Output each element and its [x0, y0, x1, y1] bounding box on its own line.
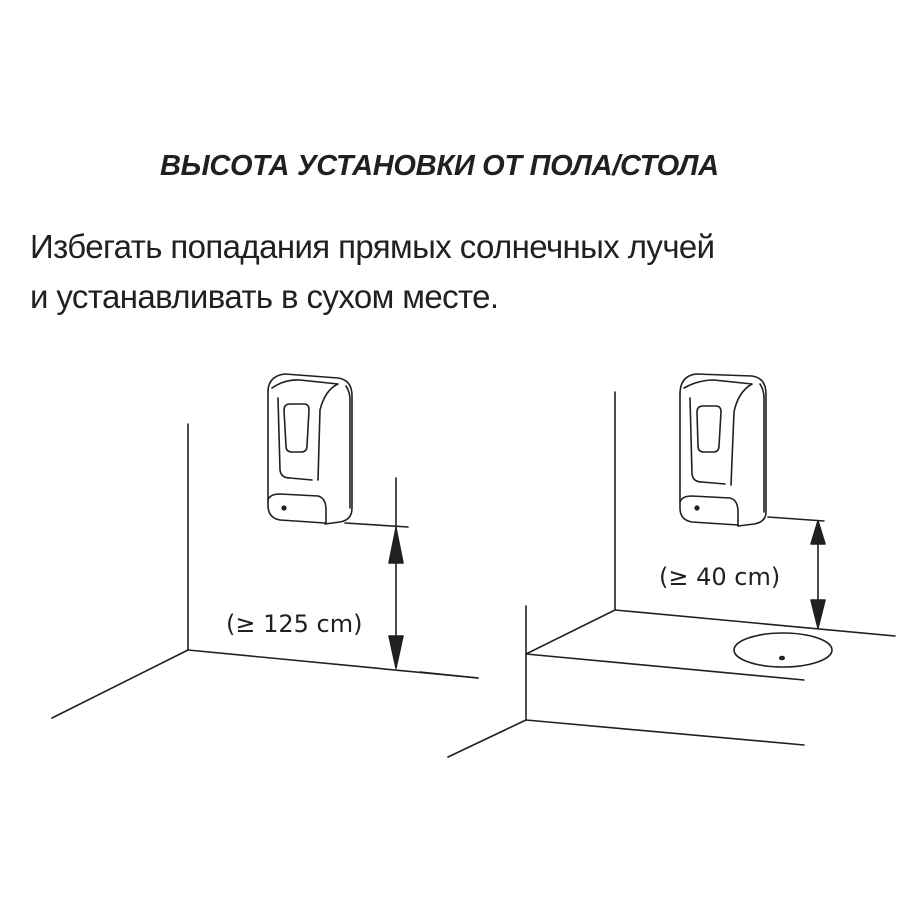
floor-room-corner	[51, 423, 479, 719]
table-room-corner	[419, 391, 896, 758]
height-dimension-floor	[344, 477, 409, 669]
table-height-label: (≥ 40 cm)	[659, 563, 781, 591]
instruction-line-2: и устанавливать в сухом месте.	[30, 278, 499, 315]
installation-height-title: ВЫСОТА УСТАНОВКИ ОТ ПОЛА/СТОЛА	[160, 150, 719, 182]
soap-dispenser-icon-table	[679, 373, 767, 527]
height-dimension-table	[767, 516, 826, 629]
floor-height-label: (≥ 125 cm)	[226, 610, 363, 638]
sink-basin-icon	[733, 632, 833, 668]
installation-instructions: Избегать попадания прямых солнечных луче…	[30, 222, 870, 322]
soap-dispenser-icon-floor	[267, 373, 353, 525]
instruction-line-1: Избегать попадания прямых солнечных луче…	[30, 228, 715, 265]
